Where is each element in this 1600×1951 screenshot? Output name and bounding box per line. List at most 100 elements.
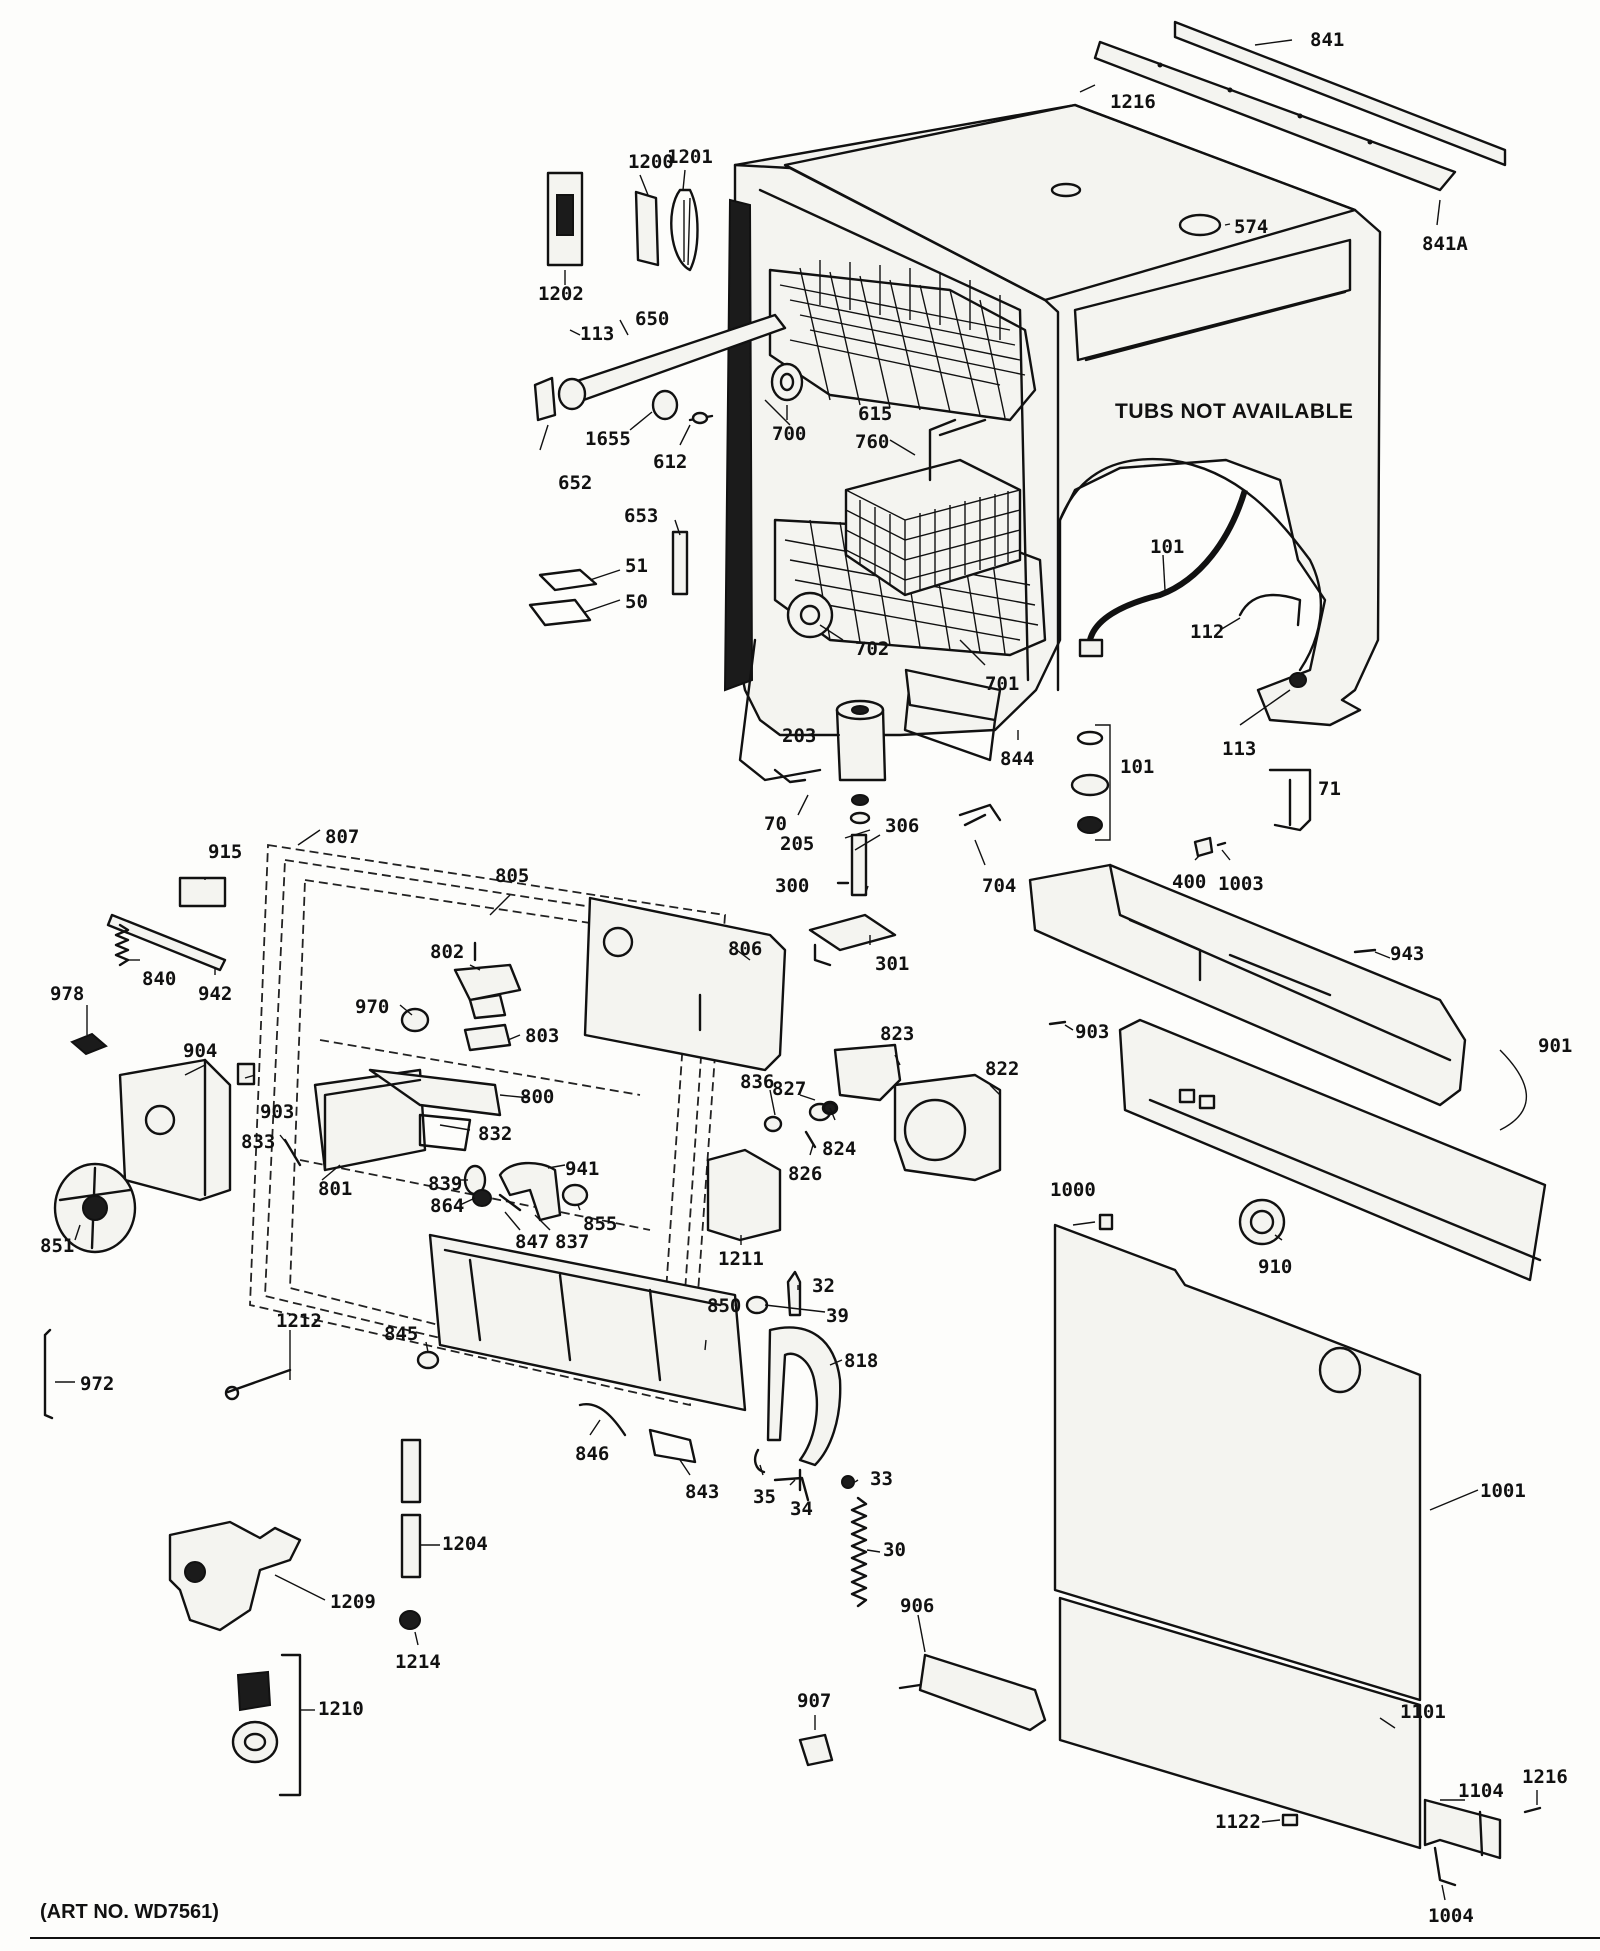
spring-840 [114,923,130,967]
part-903-right [1048,1020,1067,1026]
toe-panel-1101 [1058,1596,1422,1850]
part-1211 [706,1148,782,1242]
callout-32: 32 [812,1275,835,1297]
knob-851 [53,1162,137,1254]
bracket-972 [43,1328,54,1420]
callout-704: 704 [982,875,1016,897]
callout-1214: 1214 [395,1651,441,1673]
callout-941: 941 [565,1158,599,1180]
callout-1001: 1001 [1480,1480,1526,1502]
callout-1202: 1202 [538,283,584,305]
callout-71: 71 [1318,778,1341,800]
callout-300: 300 [775,875,809,897]
callout-1003: 1003 [1218,873,1264,895]
callout-847: 847 [515,1231,549,1253]
parts-836-827-824-826 [763,1100,839,1149]
callout-653: 653 [624,505,658,527]
parts-113-71 [1268,672,1312,832]
part-915 [178,876,227,908]
part-1212 [224,1368,292,1401]
callout-841: 841 [1310,29,1344,51]
part-1202 [546,171,584,267]
callout-915: 915 [208,841,242,863]
callout-34: 34 [790,1498,813,1520]
tubs-notice: TUBS NOT AVAILABLE [1115,400,1353,423]
arm-941 [498,1161,562,1222]
callout-801: 801 [318,1178,352,1200]
part-845 [416,1350,440,1370]
silverware-basket-760 [844,418,1022,597]
callout-1655: 1655 [585,428,631,450]
kickplate-906 [898,1653,1047,1732]
parts-400-1003 [1193,836,1227,858]
part-846 [578,1403,627,1437]
callout-864: 864 [430,1195,464,1217]
callout-labels: 841 841A 1216 574 1200 1201 1202 113 650… [40,29,1572,1927]
trim-panel [1118,1018,1547,1282]
part-844 [904,668,1002,722]
callout-803: 803 [525,1025,559,1047]
part-652 [533,376,557,422]
callout-907: 907 [797,1690,831,1712]
callout-113: 113 [580,323,614,345]
top-rail-841 [1093,20,1507,192]
part-702 [786,591,834,639]
callout-836: 836 [740,1071,774,1093]
callout-1212: 1212 [276,1310,322,1332]
callout-840: 840 [142,968,176,990]
switch-802 [453,963,522,1020]
callout-833: 833 [241,1131,275,1153]
part-1200-1201 [634,188,699,272]
part-101-gasket-stack [1070,730,1110,834]
callout-1216-right: 1216 [1522,1766,1568,1788]
callout-1201: 1201 [667,146,713,168]
callout-101-stack: 101 [1120,756,1154,778]
callout-112: 112 [1190,621,1224,643]
valve-1209 [168,1520,302,1632]
callout-822: 822 [985,1058,1019,1080]
callout-823: 823 [880,1023,914,1045]
callout-850: 850 [707,1295,741,1317]
callout-818: 818 [844,1350,878,1372]
part-910 [1238,1198,1286,1246]
callout-574: 574 [1234,216,1268,238]
callout-807: 807 [325,826,359,848]
callout-652: 652 [558,472,592,494]
callout-903-right: 903 [1075,1021,1109,1043]
callout-806: 806 [728,938,762,960]
callout-845: 845 [384,1323,418,1345]
callout-832: 832 [478,1123,512,1145]
part-1004 [1433,1846,1457,1887]
callout-844: 844 [1000,748,1034,770]
part-843 [648,1428,697,1464]
panel-850 [428,1233,747,1412]
leader-lines [55,39,1538,1901]
callout-837: 837 [555,1231,589,1253]
bracket-1104 [1423,1798,1502,1860]
hinge-818 [766,1326,842,1467]
callout-203: 203 [782,725,816,747]
callout-824: 824 [822,1138,856,1160]
callout-855: 855 [583,1213,617,1235]
part-301 [808,913,897,967]
part-943 [1353,948,1377,954]
callout-1210: 1210 [318,1698,364,1720]
part-970 [400,1007,430,1033]
callout-33: 33 [870,1468,893,1490]
callout-943: 943 [1390,943,1424,965]
tub-assembly [723,103,1382,782]
part-1000 [1098,1213,1114,1231]
part-907 [798,1733,834,1767]
outer-door-1001 [1053,1223,1422,1702]
callout-701: 701 [985,673,1019,695]
part-942 [106,913,227,972]
upper-rack-615 [768,260,1037,422]
callout-841a: 841A [1422,233,1468,255]
parts-839-864-847 [463,1164,522,1212]
hose-101 [1078,489,1248,658]
part-704 [958,803,1002,827]
callout-30: 30 [883,1539,906,1561]
latch-32-39 [745,1270,802,1317]
callout-39: 39 [826,1305,849,1327]
